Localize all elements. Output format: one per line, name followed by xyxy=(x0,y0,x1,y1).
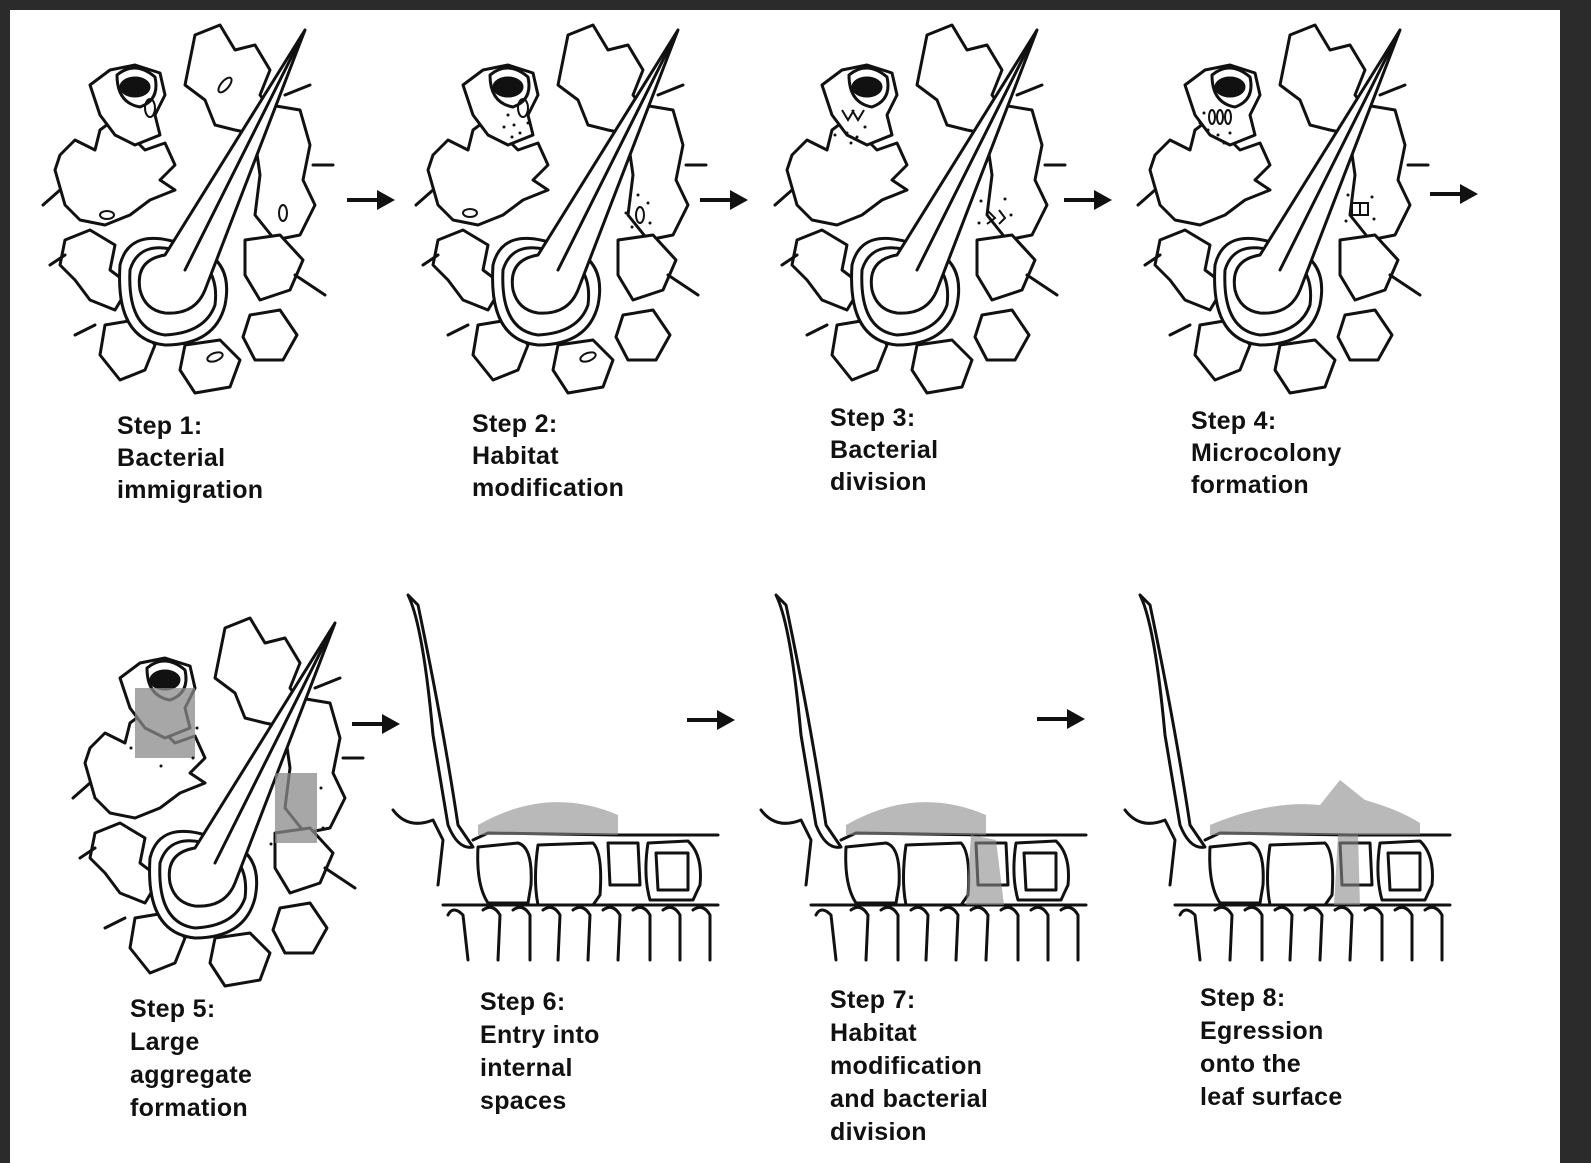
step-1-label: Step 1: Bacterial immigration xyxy=(117,410,263,506)
step-number: Step 1: xyxy=(117,410,263,442)
step-caption-line: formation xyxy=(130,1092,252,1125)
step-caption-line: and bacterial xyxy=(830,1083,988,1116)
step-caption-line: Entry into xyxy=(480,1019,600,1052)
right-arrow-icon xyxy=(698,188,750,212)
step-caption-line: aggregate xyxy=(130,1059,252,1092)
step-caption-line: Bacterial xyxy=(830,434,938,466)
step-number: Step 6: xyxy=(480,986,600,1019)
right-arrow-icon xyxy=(1062,188,1114,212)
step-caption-line: formation xyxy=(1191,469,1342,501)
step-caption-line: spaces xyxy=(480,1085,600,1118)
step-caption-line: internal xyxy=(480,1052,600,1085)
right-arrow-icon xyxy=(350,712,402,736)
step-caption-line: onto the xyxy=(1200,1048,1343,1081)
step-caption-line: division xyxy=(830,1116,988,1149)
right-arrow-icon xyxy=(685,708,737,732)
step-number: Step 5: xyxy=(130,993,252,1026)
step-number: Step 8: xyxy=(1200,982,1343,1015)
step-3-label: Step 3: Bacterial division xyxy=(830,402,938,498)
step-6-label: Step 6: Entry into internal spaces xyxy=(480,986,600,1118)
step-caption-line: Habitat xyxy=(830,1017,988,1050)
diagram-canvas: Step 1: Bacterial immigration Step 2: Ha… xyxy=(10,10,1560,1163)
right-arrow-icon xyxy=(1035,707,1087,731)
step-2-illustration xyxy=(408,15,708,400)
step-2-label: Step 2: Habitat modification xyxy=(472,408,624,504)
right-arrow-icon xyxy=(345,188,397,212)
step-8-illustration xyxy=(1120,585,1460,975)
leaf-surface-trichome xyxy=(767,15,1067,400)
step-7-label: Step 7: Habitat modification and bacteri… xyxy=(830,984,988,1149)
step-7-illustration xyxy=(756,585,1096,975)
step-caption-line: modification xyxy=(472,472,624,504)
step-caption-line: immigration xyxy=(117,474,263,506)
leaf-surface-trichome xyxy=(35,15,335,400)
step-number: Step 2: xyxy=(472,408,624,440)
right-arrow-icon xyxy=(1428,182,1480,206)
step-4-label: Step 4: Microcolony formation xyxy=(1191,405,1342,501)
step-4-illustration xyxy=(1130,15,1430,400)
step-6-illustration xyxy=(388,585,728,975)
step-5-label: Step 5: Large aggregate formation xyxy=(130,993,252,1125)
leaf-surface-trichome xyxy=(65,608,365,993)
step-number: Step 7: xyxy=(830,984,988,1017)
step-3-illustration xyxy=(767,15,1067,400)
leaf-cross-section xyxy=(1120,585,1460,975)
leaf-surface-trichome xyxy=(408,15,708,400)
step-caption-line: division xyxy=(830,466,938,498)
leaf-cross-section xyxy=(756,585,1096,975)
step-caption-line: modification xyxy=(830,1050,988,1083)
step-number: Step 3: xyxy=(830,402,938,434)
leaf-cross-section xyxy=(388,585,728,975)
step-caption-line: leaf surface xyxy=(1200,1081,1343,1114)
step-caption-line: Microcolony xyxy=(1191,437,1342,469)
step-5-illustration xyxy=(65,608,365,993)
leaf-surface-trichome xyxy=(1130,15,1430,400)
step-caption-line: Habitat xyxy=(472,440,624,472)
step-8-label: Step 8: Egression onto the leaf surface xyxy=(1200,982,1343,1114)
step-caption-line: Bacterial xyxy=(117,442,263,474)
step-1-illustration xyxy=(35,15,335,400)
step-caption-line: Egression xyxy=(1200,1015,1343,1048)
step-caption-line: Large xyxy=(130,1026,252,1059)
step-number: Step 4: xyxy=(1191,405,1342,437)
